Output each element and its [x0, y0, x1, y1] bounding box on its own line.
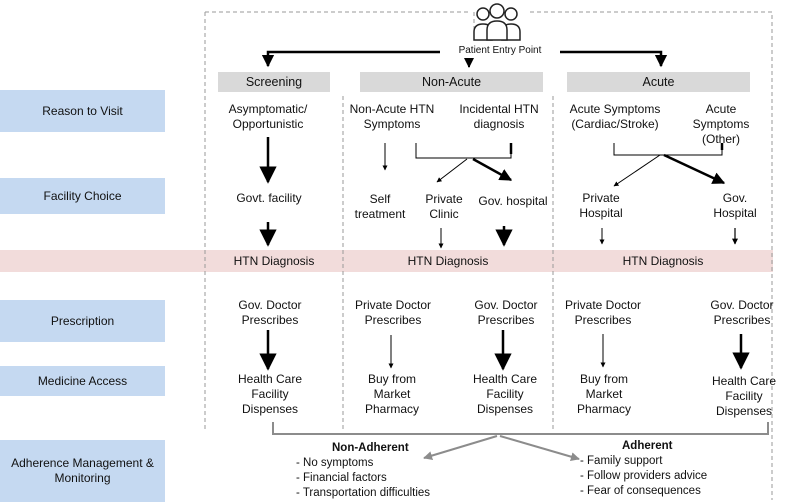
adherence-brace — [272, 422, 769, 462]
reason-incidental: Incidental HTN diagnosis — [459, 102, 539, 131]
stage-medicine-access: Medicine Access — [0, 366, 165, 396]
non-adherent-list: Non-Adherent - No symptoms - Financial f… — [296, 441, 430, 501]
prescription-private-doctor-nonacute: Private Doctor Prescribes — [354, 298, 432, 327]
access-hcf-screening: Health Care Facility Dispenses — [237, 372, 303, 416]
diagnosis-acute: HTN Diagnosis — [622, 254, 704, 268]
entry-arrows — [261, 50, 668, 68]
non-acute-arrows — [382, 143, 513, 371]
access-hcf-acute: Health Care Facility Dispenses — [711, 374, 777, 418]
facility-govt: Govt. facility — [236, 191, 302, 205]
pathway-header-non-acute: Non-Acute — [360, 72, 543, 92]
reason-nonacute-symptoms: Non-Acute HTN Symptoms — [349, 102, 435, 131]
diagnosis-non-acute: HTN Diagnosis — [407, 254, 489, 268]
prescription-private-doctor-acute: Private Doctor Prescribes — [564, 298, 642, 327]
prescription-gov-doctor-screening: Gov. Doctor Prescribes — [238, 298, 302, 327]
non-adherent-item: - Transportation difficulties — [296, 487, 431, 499]
non-adherent-title: Non-Adherent — [332, 442, 409, 454]
entry-point-label: Patient Entry Point — [440, 45, 560, 57]
adherent-item: - Follow providers advice — [580, 470, 708, 482]
facility-gov-hospital-acute: Gov. Hospital — [713, 191, 757, 220]
column-dividers — [204, 11, 773, 500]
non-adherent-item: - No symptoms — [296, 457, 374, 469]
reason-acute-cardiac: Acute Symptoms (Cardiac/Stroke) — [569, 102, 661, 131]
diagnosis-screening: HTN Diagnosis — [233, 254, 315, 268]
diagnosis-band — [0, 250, 773, 272]
access-market-nonacute: Buy from Market Pharmacy — [364, 372, 420, 416]
stage-reason-to-visit: Reason to Visit — [0, 90, 165, 132]
pathway-header-acute: Acute — [567, 72, 750, 92]
facility-private-clinic: Private Clinic — [425, 192, 463, 221]
reason-acute-other: Acute Symptoms (Other) — [692, 102, 750, 146]
prescription-gov-doctor-acute: Gov. Doctor Prescribes — [710, 298, 774, 327]
people-group-icon — [473, 3, 521, 41]
acute-arrows — [599, 143, 750, 370]
adherent-list: Adherent - Family support - Follow provi… — [580, 439, 707, 499]
facility-gov-hospital: Gov. hospital — [478, 194, 548, 208]
adherent-item: - Family support — [580, 455, 663, 467]
access-market-acute: Buy from Market Pharmacy — [576, 372, 632, 416]
reason-screening: Asymptomatic/ Opportunistic — [228, 102, 308, 131]
facility-private-hospital: Private Hospital — [579, 191, 623, 220]
pathway-header-screening: Screening — [218, 72, 330, 92]
stage-adherence-monitoring: Adherence Management & Monitoring — [0, 440, 165, 502]
non-adherent-item: - Financial factors — [296, 472, 387, 484]
prescription-gov-doctor-nonacute: Gov. Doctor Prescribes — [474, 298, 538, 327]
stage-facility-choice: Facility Choice — [0, 178, 165, 214]
access-hcf-nonacute: Health Care Facility Dispenses — [472, 372, 538, 416]
facility-self-treatment: Self treatment — [354, 192, 406, 221]
adherent-title: Adherent — [622, 440, 673, 452]
adherent-item: - Fear of consequences — [580, 485, 701, 497]
stage-prescription: Prescription — [0, 300, 165, 342]
